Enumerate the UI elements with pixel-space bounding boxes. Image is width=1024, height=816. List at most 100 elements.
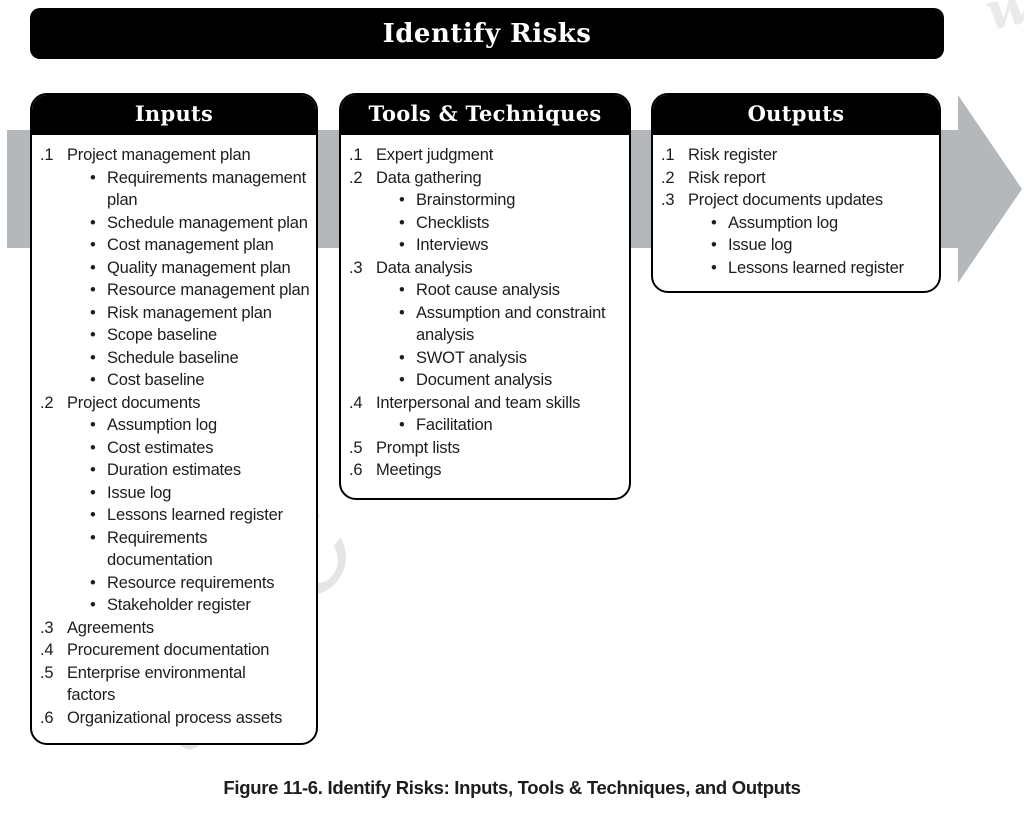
- item-label: Risk register: [688, 146, 778, 164]
- item-label: Enterprise environmental factors: [67, 663, 246, 705]
- bullet-glyph: •: [90, 506, 96, 524]
- bulleted-subitem: • Requirements documentation: [40, 527, 312, 572]
- subitem-label: Root cause analysis: [416, 281, 560, 299]
- process-title-bar: Identify Risks: [30, 8, 944, 59]
- bullet-glyph: •: [90, 348, 96, 367]
- bulleted-subitem: • Facilitation: [349, 414, 625, 437]
- bullet-glyph: •: [399, 236, 405, 254]
- bulleted-subitem: •Cost baseline: [40, 369, 312, 392]
- bullet-glyph: •: [90, 258, 96, 277]
- bulleted-subitem: •Scope baseline: [40, 324, 312, 347]
- item-number: .6: [349, 461, 363, 479]
- item-label: Data gathering: [376, 168, 482, 187]
- bulleted-subitem: •Lessons learned register: [661, 257, 935, 280]
- subitem-label: Resource management plan: [107, 281, 310, 299]
- subitem-label: Requirements management plan: [107, 168, 307, 210]
- bulleted-subitem: • Assumption log: [40, 414, 312, 437]
- inputs-header: Inputs: [32, 95, 316, 135]
- item-label: Risk report: [688, 168, 766, 187]
- item-label: Project documents: [67, 393, 201, 412]
- subitem-label: Interviews: [416, 236, 489, 254]
- bulleted-subitem: •Assumption and constraint analysis: [349, 302, 625, 347]
- subitem-label: Assumption log: [728, 213, 839, 232]
- bullet-glyph: •: [399, 416, 405, 434]
- item-number: .5: [40, 663, 54, 682]
- bulleted-subitem: •Resource requirements: [40, 572, 312, 595]
- process-title: Identify Risks: [382, 18, 592, 49]
- bullet-glyph: •: [90, 528, 96, 547]
- subitem-label: Cost estimates: [107, 438, 214, 457]
- bullet-glyph: •: [90, 213, 96, 232]
- outputs-header: Outputs: [653, 95, 939, 135]
- item-label: Interpersonal and team skills: [376, 393, 581, 412]
- bulleted-subitem: •Brainstorming: [349, 189, 625, 212]
- bulleted-subitem: • Stakeholder register: [40, 594, 312, 617]
- inputs-box: Inputs .1 Project management plan • Require…: [30, 93, 318, 745]
- numbered-item: .1 Project management plan: [40, 144, 312, 167]
- item-number: .1: [349, 146, 363, 164]
- subitem-label: SWOT analysis: [416, 348, 527, 367]
- bullet-glyph: •: [90, 416, 96, 434]
- item-label: Project documents updates: [688, 191, 883, 209]
- numbered-item: .5 Enterprise environmental factors: [40, 662, 312, 707]
- bulleted-subitem: •Cost management plan: [40, 234, 312, 257]
- item-label: Agreements: [67, 618, 154, 637]
- subitem-label: Brainstorming: [416, 191, 516, 209]
- numbered-item: .6 Meetings: [349, 459, 625, 482]
- bullet-glyph: •: [90, 371, 96, 389]
- subitem-label: Schedule baseline: [107, 348, 239, 367]
- subitem-label: Requirements documentation: [107, 528, 213, 570]
- bulleted-subitem: • Assumption log: [661, 212, 935, 235]
- bulleted-subitem: • Root cause analysis: [349, 279, 625, 302]
- bulleted-subitem: •Duration estimates: [40, 459, 312, 482]
- bullet-glyph: •: [90, 281, 96, 299]
- subitem-label: Lessons learned register: [107, 506, 283, 524]
- item-number: .6: [40, 708, 54, 727]
- numbered-item: .2 Project documents: [40, 392, 312, 415]
- bullet-glyph: •: [399, 281, 405, 299]
- bullet-glyph: •: [399, 213, 405, 232]
- bulleted-subitem: • Schedule baseline: [40, 347, 312, 370]
- figure-caption: Figure 11-6. Identify Risks: Inputs, Too…: [223, 777, 801, 798]
- bulleted-subitem: •Schedule management plan: [40, 212, 312, 235]
- item-number: .1: [40, 146, 54, 164]
- item-label: Meetings: [376, 461, 442, 479]
- subitem-label: Issue log: [728, 236, 793, 254]
- bullet-glyph: •: [90, 438, 96, 457]
- subitem-label: Issue log: [107, 483, 172, 502]
- bullet-glyph: •: [90, 168, 96, 187]
- bulleted-subitem: • Requirements management plan: [40, 167, 312, 212]
- subitem-label: Document analysis: [416, 371, 552, 389]
- subitem-label: Assumption log: [107, 416, 218, 434]
- subitem-label: Resource requirements: [107, 573, 275, 592]
- bullet-glyph: •: [711, 236, 717, 254]
- subitem-label: Checklists: [416, 213, 490, 232]
- bullet-glyph: •: [399, 371, 405, 389]
- bullet-glyph: •: [711, 213, 717, 232]
- inputs-list: .1 Project management plan • Requirements m…: [32, 135, 316, 729]
- item-number: .3: [349, 258, 363, 277]
- subitem-label: Stakeholder register: [107, 596, 251, 614]
- item-number: .4: [40, 641, 54, 659]
- item-label: Project management plan: [67, 146, 251, 164]
- subitem-label: Facilitation: [416, 416, 493, 434]
- bullet-glyph: •: [399, 348, 405, 367]
- bullet-glyph: •: [90, 596, 96, 614]
- bulleted-subitem: • Resource management plan: [40, 279, 312, 302]
- bulleted-subitem: •Issue log: [40, 482, 312, 505]
- item-label: Organizational process assets: [67, 708, 283, 727]
- bulleted-subitem: •Quality management plan: [40, 257, 312, 280]
- item-label: Prompt lists: [376, 438, 460, 457]
- subitem-label: Scope baseline: [107, 326, 218, 344]
- item-number: .2: [40, 393, 54, 412]
